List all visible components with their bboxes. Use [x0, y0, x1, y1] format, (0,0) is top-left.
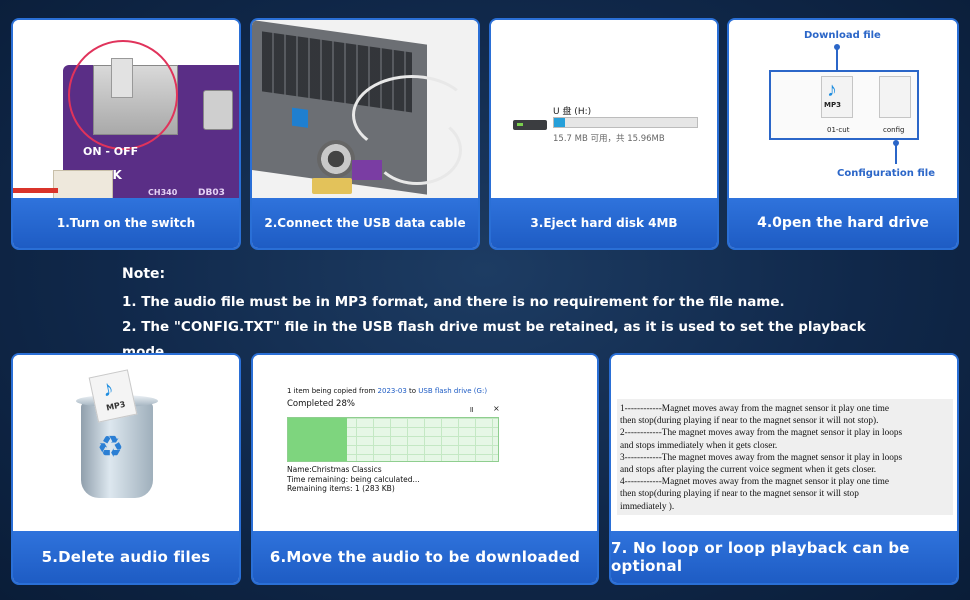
battery [312, 178, 352, 194]
mp3-file-icon[interactable]: ♪ MP3 [88, 369, 138, 423]
mode-line: 1------------Magnet moves away from the … [620, 404, 889, 414]
remaining-items-line: Remaining items: 1 (283 KB) [287, 484, 395, 493]
drive-usage-bar [553, 117, 698, 128]
completed-percent: Completed 28% [287, 399, 355, 409]
note-block: Note: 1. The audio file must be in MP3 f… [122, 266, 882, 365]
connector-dot-top [834, 44, 840, 50]
module-board [352, 160, 382, 180]
copy-source-link[interactable]: 2023-03 [377, 387, 407, 395]
pause-button[interactable]: ॥ [469, 405, 474, 414]
config-file-icon[interactable] [879, 76, 911, 118]
copy-progress-fill [288, 418, 347, 461]
mode-line: then stop(during playing if near to the … [620, 489, 859, 500]
laptop-photo [252, 20, 478, 202]
download-file-title: Download file [804, 30, 881, 41]
file-name-01-cut[interactable]: 01-cut [827, 126, 850, 134]
usb-cable [352, 75, 472, 155]
intel-sticker [292, 107, 308, 128]
playback-modes-view: 1------------Magnet moves away from the … [611, 355, 957, 535]
folder-contents: ♪ MP3 01-cut config [769, 70, 919, 140]
recycle-symbol-icon: ♻ [97, 430, 124, 465]
file-name-config[interactable]: config [883, 126, 905, 134]
close-button[interactable]: × [493, 404, 500, 413]
connector-line-bottom [895, 142, 897, 164]
disk-view: U 盘 (H:) 15.7 MB 可用，共 15.96MB [491, 20, 717, 202]
note-line-1: 1. The audio file must be in MP3 format,… [122, 294, 785, 310]
music-note-icon: ♪ [827, 79, 837, 101]
step-card-5: ♻ ♪ MP3 5.Delete audio files [11, 353, 241, 585]
step-caption-7: 7. No loop or loop playback can be optio… [611, 531, 957, 583]
step-caption-2: 2.Connect the USB data cable [252, 198, 478, 248]
copy-mid: to [406, 387, 419, 395]
usb-cable-loop [372, 115, 462, 185]
mode-line: immediately ). [620, 501, 675, 512]
drive-icon[interactable] [513, 120, 547, 130]
highlight-circle [68, 40, 178, 150]
copy-dialog: 1 item being copied from 2023-03 to USB … [287, 387, 507, 414]
recycle-bin-view: ♻ ♪ MP3 [13, 355, 239, 535]
copy-details: Name:Christmas Classics Time remaining: … [287, 465, 420, 494]
step-caption-3: 3.Eject hard disk 4MB [491, 198, 717, 248]
mode-line: 2------------The magnet moves away from … [620, 428, 903, 439]
red-wire [13, 188, 58, 193]
speaker [317, 140, 355, 178]
music-note-icon: ♪ [99, 375, 116, 402]
drive-name[interactable]: U 盘 (H:) [553, 107, 592, 117]
drive-capacity: 15.7 MB 可用，共 15.96MB [553, 134, 665, 144]
recycle-bin-icon[interactable] [81, 403, 153, 498]
on-off-label: ON - OFF [83, 145, 139, 158]
mode-line: and stops immediately when it gets close… [620, 440, 778, 451]
mode-line: and stops after playing the current voic… [620, 465, 877, 476]
step-caption-6: 6.Move the audio to be downloaded [253, 531, 597, 583]
connector [53, 170, 113, 202]
drive-usage-fill [554, 118, 566, 127]
mode-line: 4------------Magnet moves away from the … [620, 477, 889, 488]
copy-destination-link[interactable]: USB flash drive (G:) [418, 387, 488, 395]
step-card-1: ON - OFF SPK DB03 CH340 1.Turn on the sw… [11, 18, 241, 250]
mode-line: 3------------The magnet moves away from … [620, 452, 903, 463]
board-photo: ON - OFF SPK DB03 CH340 [13, 20, 239, 202]
step-caption-1: 1.Turn on the switch [13, 198, 239, 248]
step-card-3: U 盘 (H:) 15.7 MB 可用，共 15.96MB 3.Eject ha… [489, 18, 719, 250]
mp3-file-icon[interactable]: ♪ MP3 [821, 76, 853, 118]
copy-speed-graph [287, 417, 499, 462]
mp3-badge: MP3 [824, 101, 841, 109]
copy-prefix: 1 item being copied from [287, 387, 378, 395]
time-remaining-line: Time remaining: being calculated... [287, 474, 420, 484]
step-caption-4: 4.0pen the hard drive [729, 198, 957, 248]
step-caption-5: 5.Delete audio files [13, 531, 239, 583]
copy-dialog-view: 1 item being copied from 2023-03 to USB … [253, 355, 597, 535]
file-name-line: Name:Christmas Classics [287, 465, 382, 474]
chip-label: CH340 [148, 188, 178, 197]
step-card-2: 2.Connect the USB data cable [250, 18, 480, 250]
usb-port [203, 90, 233, 130]
step-card-4: Download file ♪ MP3 01-cut config Config… [727, 18, 959, 250]
connector-dot-bottom [893, 140, 899, 146]
playback-modes-text: 1------------Magnet moves away from the … [617, 399, 953, 515]
explorer-view: Download file ♪ MP3 01-cut config Config… [729, 20, 957, 202]
step-card-6: 1 item being copied from 2023-03 to USB … [251, 353, 599, 585]
connector-line-top [836, 46, 838, 70]
copy-status-line: 1 item being copied from 2023-03 to USB … [287, 387, 507, 395]
mode-line: then stop(during playing if near to the … [620, 416, 879, 427]
db03-label: DB03 [198, 188, 225, 198]
note-heading: Note: [122, 266, 166, 282]
configuration-file-title: Configuration file [837, 168, 935, 179]
step-card-7: 1------------Magnet moves away from the … [609, 353, 959, 585]
